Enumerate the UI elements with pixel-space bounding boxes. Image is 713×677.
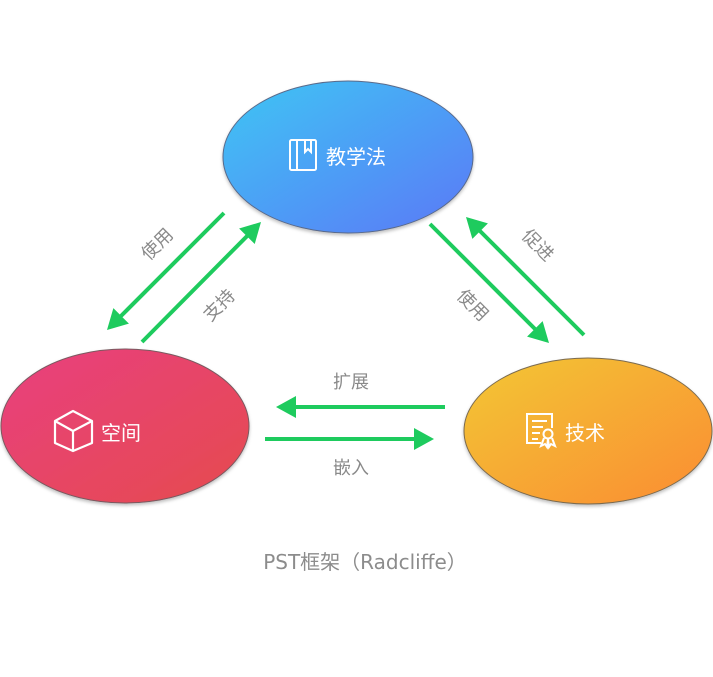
arrow-head: [239, 222, 261, 244]
arrow-head: [107, 308, 129, 330]
arrow-shaft: [428, 222, 538, 332]
space-ellipse: [0, 348, 250, 504]
arrow-head: [276, 396, 296, 418]
arrow-pedagogy-to-technology: [428, 222, 549, 343]
pedagogy-label: 教学法: [326, 145, 386, 169]
space-label: 空间: [101, 421, 141, 445]
certificate-icon: [526, 413, 557, 450]
node-space: 空间: [0, 348, 250, 504]
edge-label-pedagogy-to-technology: 使用: [452, 285, 492, 325]
edge-label-space-to-technology: 嵌入: [333, 458, 369, 479]
node-technology: 技术: [463, 357, 713, 505]
arrow-space-to-technology: [265, 428, 434, 450]
edge-label-pedagogy-to-space: 使用: [137, 224, 177, 264]
arrow-technology-to-pedagogy: [466, 217, 586, 337]
arrow-shaft: [118, 211, 226, 319]
book-icon: [289, 139, 317, 171]
edge-label-technology-to-pedagogy: 促进: [517, 225, 557, 265]
arrow-space-to-pedagogy: [140, 222, 261, 344]
pedagogy-ellipse: [222, 80, 474, 234]
arrow-shaft: [140, 233, 250, 344]
diagram-caption: PST框架（Radcliffe）: [263, 550, 467, 574]
cube-icon: [53, 409, 94, 453]
arrow-pedagogy-to-space: [107, 211, 226, 330]
node-pedagogy: 教学法: [222, 80, 474, 234]
arrow-technology-to-space: [276, 396, 445, 418]
arrow-head: [527, 321, 549, 343]
edge-label-space-to-pedagogy: 支持: [199, 285, 239, 325]
arrow-shaft: [477, 228, 586, 337]
technology-label: 技术: [565, 421, 605, 445]
arrow-head: [414, 428, 434, 450]
edges: [107, 211, 586, 450]
technology-ellipse: [463, 357, 713, 505]
edge-label-technology-to-space: 扩展: [333, 372, 369, 393]
arrow-head: [466, 217, 488, 239]
